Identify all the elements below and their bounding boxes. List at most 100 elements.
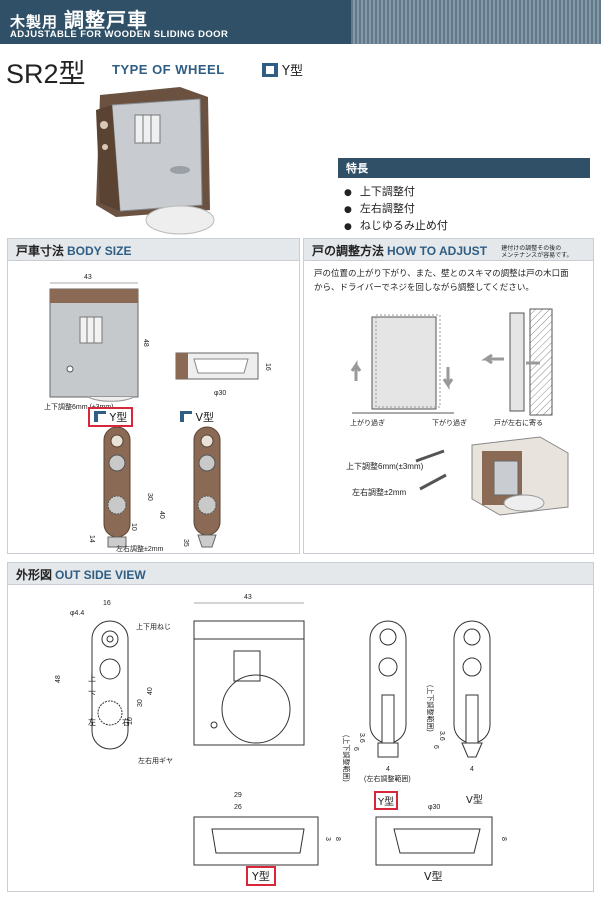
wheel-type-label: Y型 (282, 64, 303, 79)
outside-view-drawing: 16 φ4.4 上下用ねじ 上 下 左 右 左右用ギヤ 48 40 30 10 … (55, 594, 507, 866)
range-horizontal-label: (左右調整範囲) (364, 774, 411, 783)
screwdriver-icon (415, 449, 445, 463)
screwdriver-icon (419, 473, 447, 491)
description-line-2: から、ドライバーでネジを回しながら調整してください。 (314, 283, 534, 293)
features-title: 特長 (338, 158, 590, 178)
label-gear: 左右用ギヤ (138, 756, 173, 765)
dim-36-label: 3.6 (358, 733, 365, 743)
dim-30-label: 30 (137, 699, 144, 707)
dim-48-label: 48 (55, 675, 62, 683)
body-size-title-jp: 戸車寸法 (16, 244, 65, 258)
body-size-title-en: BODY SIZE (67, 244, 132, 258)
page-header: 木製用調整戸車 ADJUSTABLE FOR WOODEN SLIDING DO… (0, 0, 601, 44)
dim-43-label: 43 (244, 594, 252, 601)
dim-8-v-label: 8 (500, 837, 507, 841)
door-illustration (371, 316, 437, 410)
dim-phi30-label: φ30 (214, 390, 226, 397)
range-vertical-label: (上下調整範囲) (342, 735, 351, 782)
body-top-bracket (50, 289, 138, 303)
dim-6-v-label: 6 (432, 745, 439, 749)
dim-48-label: 48 (142, 339, 149, 347)
header-subtitle: ADJUSTABLE FOR WOODEN SLIDING DOOR (10, 29, 229, 40)
v-type-side-label: V型 (424, 870, 443, 883)
v-type-label: V型 (195, 411, 215, 424)
vertical-adjust-label: 上下調整6mm(±3mm) (346, 461, 424, 471)
note-line-2: メンテナンスが容易です。 (501, 252, 573, 259)
dim-29-label: 29 (234, 792, 242, 799)
y-type-icon (262, 62, 278, 77)
dim-6-label: 6 (352, 747, 359, 751)
dim-3-label: 3 (324, 837, 331, 841)
feature-item: 上下調整付 (344, 184, 590, 201)
dim-16-label: 16 (264, 363, 271, 371)
dim-40-label: 40 (158, 511, 165, 519)
model-name: SR2型 (6, 59, 86, 89)
how-to-adjust-title-en: HOW TO ADJUST (387, 244, 488, 258)
header-title-small: 木製用 (10, 13, 59, 31)
label-too-high: 上がり過ぎ (350, 418, 385, 427)
v-type-profile-label: V型 (466, 795, 483, 806)
dim-10-label: 10 (130, 523, 137, 531)
note-horizontal-adjust: 左右調整±2mm (116, 544, 164, 553)
y-type-side-label: Y型 (246, 866, 276, 886)
outside-view-title-en: OUT SIDE VIEW (55, 568, 146, 582)
label-right: 右 (122, 717, 130, 727)
dim-16-label: 16 (103, 600, 111, 607)
y-type-label-box: Y型 (88, 407, 134, 427)
features-box: 特長 上下調整付 左右調整付 ねじゆるみ止め付 (338, 158, 590, 235)
header-title-main: 調整戸車 (64, 8, 149, 32)
label-up: 上 (88, 674, 96, 683)
dim-40-label: 40 (147, 687, 154, 695)
y-type-profile-label: Y型 (374, 791, 399, 810)
features-list: 上下調整付 左右調整付 ねじゆるみ止め付 (338, 184, 590, 235)
v-type-label-box: V型 (180, 409, 214, 425)
how-to-adjust-description: 戸の位置の上がり下がり、また、壁とのスキマの調整は戸の木口面 から、ドライバーで… (314, 267, 589, 295)
note-vertical-adjust: 上下調整6mm (±3mm) (44, 402, 114, 411)
arrow-left-icon (481, 353, 504, 365)
dim-phi30-label: φ30 (428, 804, 440, 811)
y-type-label: Y型 (109, 411, 128, 424)
v-side-view-outline (375, 816, 493, 866)
y-side-view-outline (193, 816, 319, 866)
dim-phi44-label: φ4.4 (70, 610, 84, 617)
arrow-up-icon (350, 360, 362, 381)
feature-item: ねじゆるみ止め付 (344, 218, 590, 235)
label-too-low: 下がり過ぎ (432, 418, 467, 427)
range-vertical-v-label: (上下調整範囲) (426, 685, 435, 732)
how-to-adjust-drawing: 上がり過ぎ 下がり過ぎ 戸が左右に寄る 上下調整6mm(±3mm) 左右調整±2… (346, 308, 569, 516)
wheel-outline (221, 674, 291, 744)
body-size-drawing: 43 48 上下調整6mm (±3mm) 16 φ30 30 40 10 14 … (44, 274, 271, 553)
type-of-wheel-label: TYPE OF WHEEL (112, 62, 225, 77)
dim-35-label: 35 (182, 539, 189, 547)
note-line-1: 建付けの調整その後の (501, 245, 562, 252)
label-up-screw: 上下用ねじ (136, 622, 171, 631)
dim-36-v-label: 3.6 (438, 731, 445, 741)
header-stripe (351, 0, 601, 44)
how-to-adjust-title-jp: 戸の調整方法 (312, 244, 385, 258)
dim-8-label: 8 (334, 837, 341, 841)
product-image (96, 87, 215, 235)
dim-4-label: 4 (386, 766, 390, 773)
dim-26-label: 26 (234, 804, 242, 811)
dim-10-label: 10 (127, 717, 134, 725)
arrow-down-icon (442, 367, 454, 390)
body-front-outline (193, 620, 305, 746)
label-side-gap: 戸が左右に寄る (494, 418, 543, 427)
outside-view-title-jp: 外形図 (16, 568, 53, 582)
how-to-adjust-note: 建付けの調整その後のメンテナンスが容易です。 (501, 245, 572, 259)
v-type-icon (180, 411, 192, 422)
label-left: 左 (88, 717, 96, 727)
header-title: 木製用調整戸車 (10, 4, 148, 33)
dim-4-v-label: 4 (470, 766, 474, 773)
y-type-icon (94, 411, 106, 422)
dim-30-label: 30 (146, 493, 153, 501)
wheel-type-indicator: Y型 (262, 60, 303, 79)
door-side-illustration (509, 312, 525, 412)
description-line-1: 戸の位置の上がり下がり、また、壁とのスキマの調整は戸の木口面 (314, 269, 569, 279)
